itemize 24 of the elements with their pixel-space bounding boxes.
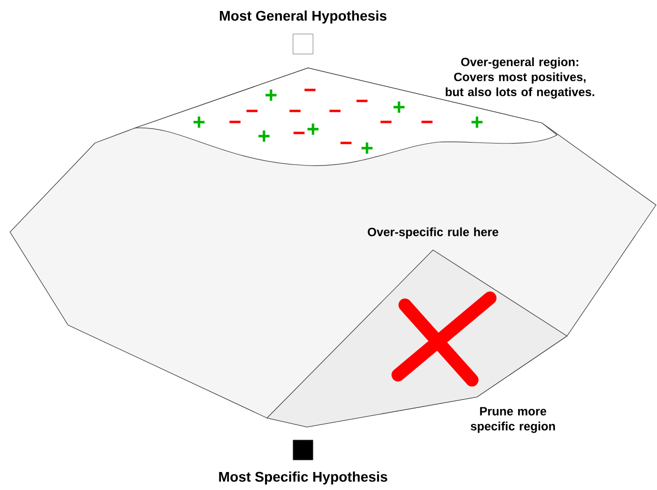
example-mark: − [294, 132, 305, 134]
example-mark: + [194, 116, 205, 128]
example-mark: − [330, 110, 341, 112]
example-mark: + [266, 90, 277, 101]
hypothesis-box: Most General Hypothesis [220, 10, 386, 54]
example-mark: + [472, 116, 483, 128]
example-mark: − [356, 100, 368, 102]
hypothesis-box: Most Specific Hypothesis [219, 440, 388, 484]
example-mark: + [362, 142, 373, 154]
region-note: Prune more specific region [470, 407, 555, 433]
example-mark: − [290, 110, 301, 112]
example-mark: − [304, 88, 316, 92]
node-label: Most General Hypothesis [220, 10, 386, 24]
example-mark: − [380, 120, 392, 124]
example-mark: − [246, 110, 258, 112]
example-mark: − [421, 120, 433, 124]
example-mark: + [308, 124, 319, 135]
example-mark: + [394, 102, 405, 113]
region-note: Over-general region: Covers most positives, but also lots of negatives. [446, 57, 594, 99]
region-note: Over-specific rule here [368, 227, 498, 239]
node-label: Most Specific Hypothesis [219, 471, 388, 485]
example-mark: − [230, 120, 241, 124]
example-mark: − [340, 142, 352, 144]
example-mark: + [258, 130, 270, 142]
